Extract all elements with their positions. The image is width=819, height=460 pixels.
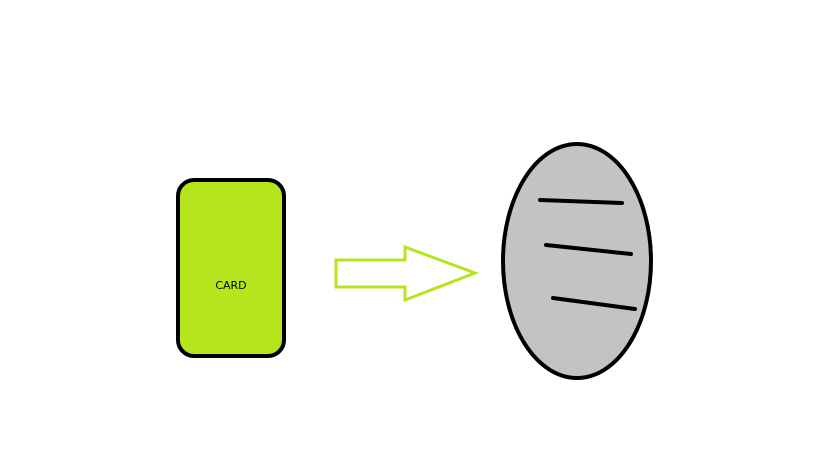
card: CARD [176,178,286,358]
reader-oval [501,142,653,380]
reader-line-2 [544,243,633,256]
reader-line-3 [551,296,637,311]
right-arrow-icon [334,244,480,303]
card-label: CARD [215,279,247,292]
reader-line-1 [538,198,624,205]
